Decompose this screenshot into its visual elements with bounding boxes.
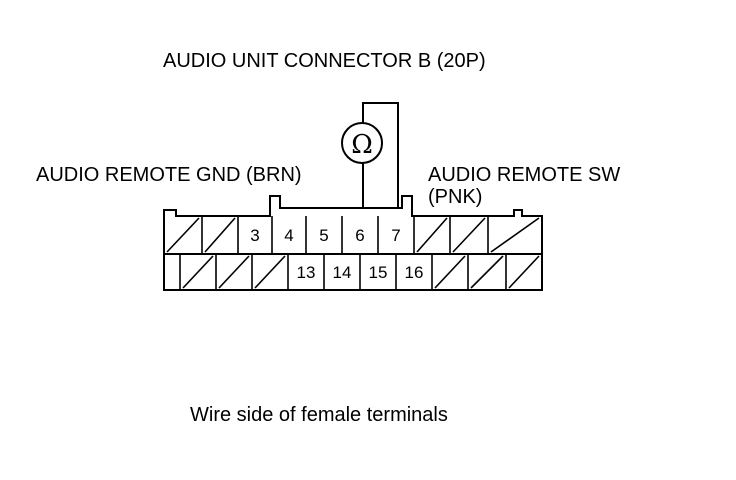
label-audio-remote-sw-color: (PNK): [428, 186, 483, 208]
terminal-number: 6: [355, 226, 364, 245]
unused-cavity-slash: [490, 217, 540, 253]
ohm-symbol: Ω: [351, 130, 373, 160]
terminal-number: 5: [319, 226, 328, 245]
terminal-number: 4: [284, 226, 293, 245]
terminal-number: 16: [405, 263, 424, 282]
diagram-title: AUDIO UNIT CONNECTOR B (20P): [163, 50, 486, 72]
terminal-number: 13: [297, 263, 316, 282]
diagram-caption: Wire side of female terminals: [190, 404, 448, 426]
unused-cavity-slash: [508, 255, 540, 289]
label-audio-remote-gnd: AUDIO REMOTE GND (BRN): [36, 164, 302, 186]
unused-cavity-slash: [452, 217, 486, 253]
unused-cavity-slash: [470, 255, 504, 289]
unused-cavity-slash: [166, 217, 200, 253]
unused-cavity-slash: [182, 255, 214, 289]
unused-cavity-slash: [218, 255, 250, 289]
terminal-number: 3: [250, 226, 259, 245]
terminal-number: 14: [333, 263, 352, 282]
unused-cavity-slash: [204, 217, 236, 253]
terminal-number: 7: [391, 226, 400, 245]
terminal-number: 15: [369, 263, 388, 282]
connector-outline: [163, 195, 543, 291]
unused-cavity-slash: [254, 255, 286, 289]
ohmmeter-icon: [341, 122, 383, 164]
unused-cavity-slash: [416, 217, 448, 253]
label-audio-remote-sw: AUDIO REMOTE SW: [428, 164, 621, 186]
unused-cavity-slash: [434, 255, 466, 289]
